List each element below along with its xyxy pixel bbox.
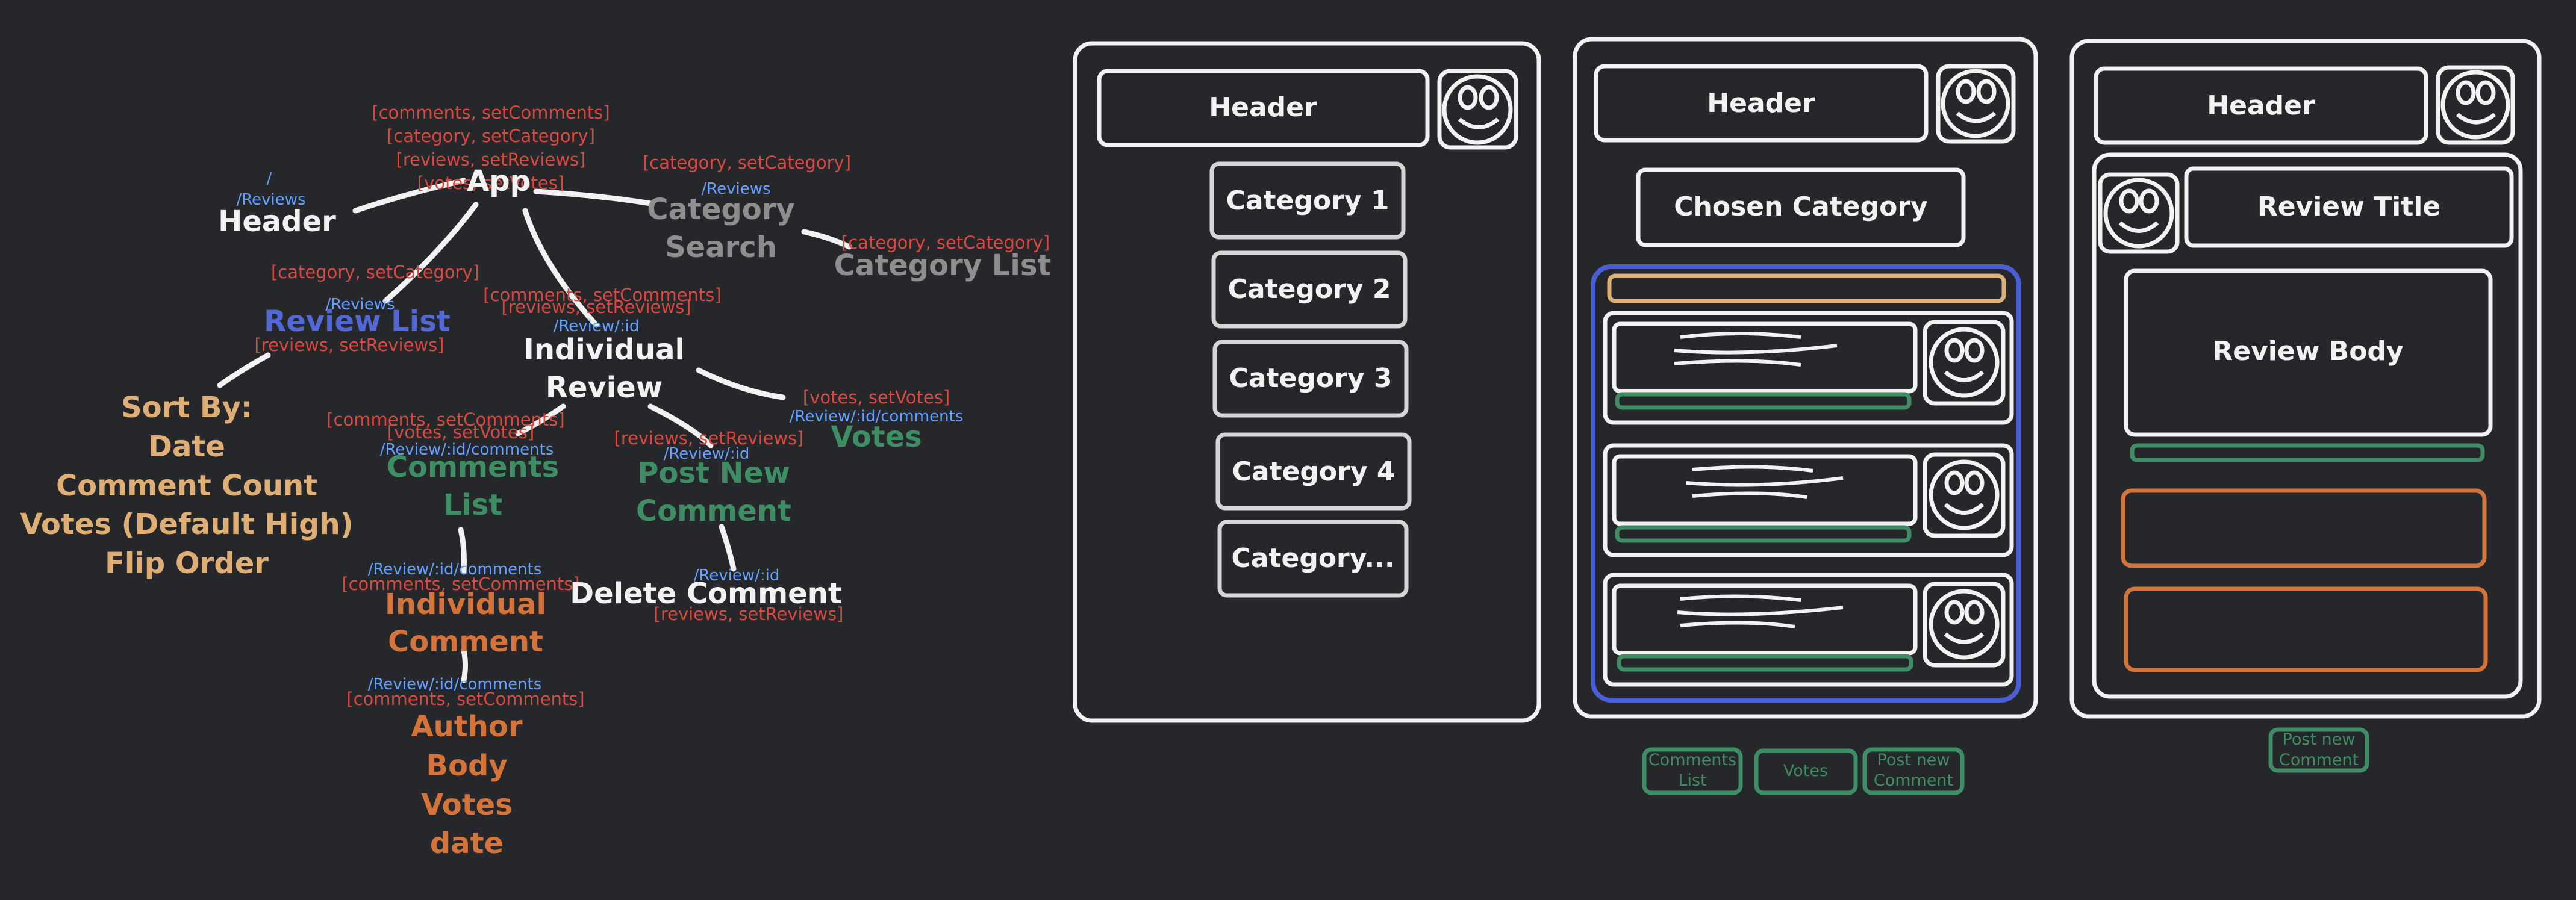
post-new-comment-state: [reviews, setReviews] (614, 428, 804, 448)
screen1-category-boxes (1209, 161, 1412, 598)
category-list-state: [category, setCategory] (841, 232, 1050, 253)
individual-review-route: /Review/:id (553, 317, 640, 335)
category-3-label: Category 3 (1229, 363, 1392, 394)
delete-comment-node: Delete Comment (570, 577, 842, 610)
screen1-wireframe (1073, 41, 1541, 723)
individual-review-state-b: [reviews, setReviews] (501, 297, 691, 317)
votes-route: /Review/:id/comments (789, 408, 964, 426)
screen3-frame (2069, 39, 2542, 719)
comments-list-state-a: [comments, setComments] (326, 409, 565, 430)
screen3-wireframe (2069, 39, 2542, 719)
category-3-box (1212, 340, 1409, 418)
screen2-header-label: Header (1707, 88, 1815, 119)
review-list-state-bottom: [reviews, setReviews] (254, 335, 444, 355)
review-card-1 (1603, 311, 2014, 425)
author-block-state: [comments, setComments] (346, 689, 585, 709)
screen2-buttons (1642, 747, 1965, 795)
comments-list-button[interactable]: Comments List (1648, 751, 1737, 790)
review-list-container (1591, 264, 2021, 703)
app-state-list: [comments, setComments] [category, setCa… (372, 102, 610, 194)
votes-button-box (1754, 748, 1858, 795)
review-list-node: Review List (264, 305, 451, 338)
screen3-avatar-icon (2436, 65, 2515, 145)
screen3-post-new-comment-button[interactable]: Post new Comment (2278, 730, 2359, 769)
screen3-post-new-comment-box (2268, 727, 2369, 773)
category-2-box (1211, 250, 1408, 329)
comment-boxes (2121, 488, 2488, 672)
review-title-box (2184, 166, 2514, 248)
comment-fields: Author Body Votes date (411, 710, 523, 861)
review-card-bars (1615, 392, 1913, 672)
screen1-frame (1073, 41, 1541, 723)
delete-comment-route: /Review/:id (693, 566, 780, 585)
category-2-label: Category 2 (1227, 274, 1391, 305)
individual-comment-route: /Review/:id/comments (367, 560, 542, 579)
review-card-2 (1603, 443, 2014, 557)
screen2-wireframe (1573, 37, 2038, 719)
review-author-avatar-icon (2098, 172, 2180, 254)
screen2-avatar-icon (1936, 64, 2016, 144)
review-list-route: /Reviews (325, 296, 395, 314)
chosen-category-box (1636, 167, 1966, 247)
votes-node: Votes (831, 420, 922, 454)
category-search-node-line1: Category (647, 193, 795, 226)
post-new-comment-route: /Review/:id (663, 445, 750, 463)
review-votes-bar (2130, 443, 2485, 462)
delete-comment-state: [reviews, setReviews] (653, 604, 844, 624)
category-more-label: Category... (1231, 543, 1395, 574)
review-cards (1603, 311, 2014, 687)
screen3-header-box (2094, 66, 2428, 145)
review-body-box (2124, 268, 2493, 437)
individual-review-node-line2: Review (545, 371, 663, 405)
screen2-header-box (1594, 64, 1929, 143)
individual-comment-node-line2: Comment (388, 625, 543, 659)
filter-bar (1607, 273, 2006, 303)
review-card-3 (1603, 573, 2014, 687)
votes-state: [votes, setVotes] (802, 387, 950, 408)
comments-list-state-b: [votes, setVotes] (387, 422, 535, 442)
individual-review-state-a: [comments, setComments] (483, 285, 722, 305)
review-title-label: Review Title (2257, 191, 2441, 222)
comment-box-2 (2124, 586, 2488, 672)
post-new-comment-node-line2: Comment (636, 494, 791, 528)
category-1-box (1209, 161, 1406, 240)
screen2-frame (1573, 37, 2038, 719)
chosen-category-label: Chosen Category (1674, 191, 1928, 222)
header-node: Header (218, 205, 336, 238)
post-new-comment-button[interactable]: Post new Comment (1873, 751, 1954, 790)
post-new-comment-button-box (1862, 747, 1965, 795)
individual-review-node-line1: Individual (523, 333, 685, 367)
comments-list-route: /Review/:id/comments (379, 441, 554, 459)
comments-list-node-line1: Comments (386, 450, 560, 484)
category-more-box (1217, 520, 1409, 598)
comment-box-1 (2121, 488, 2487, 568)
review-detail-container (2092, 152, 2523, 699)
comments-list-button-box (1642, 747, 1743, 795)
header-route-reviews: /Reviews (236, 191, 306, 209)
tree-connectors (217, 178, 852, 683)
category-1-label: Category 1 (1226, 185, 1389, 216)
individual-comment-node-line1: Individual (385, 588, 546, 621)
category-list-node: Category List (834, 249, 1052, 282)
screen3-header-label: Header (2207, 90, 2315, 121)
header-route-root: / (266, 170, 272, 188)
comments-list-node-line2: List (443, 488, 503, 522)
votes-button[interactable]: Votes (1783, 762, 1829, 780)
screen1-header-label: Header (1209, 92, 1317, 123)
category-search-route: /Reviews (701, 180, 771, 198)
category-search-state: [category, setCategory] (642, 152, 852, 173)
review-body-label: Review Body (2212, 336, 2404, 367)
author-block-route: /Review/:id/comments (367, 675, 542, 694)
category-search-node-line2: Search (665, 231, 777, 264)
app-node: App (467, 164, 531, 198)
review-list-state-top: [category, setCategory] (270, 262, 480, 282)
category-4-label: Category 4 (1232, 456, 1396, 487)
screen1-header-box (1097, 69, 1430, 147)
category-4-box (1215, 432, 1412, 511)
post-new-comment-node-line1: Post New (637, 456, 790, 490)
individual-comment-state: [comments, setComments] (341, 574, 580, 594)
sort-by-options: Sort By: Date Comment Count Votes (Defau… (20, 391, 354, 581)
screen1-avatar-icon (1437, 69, 1518, 150)
